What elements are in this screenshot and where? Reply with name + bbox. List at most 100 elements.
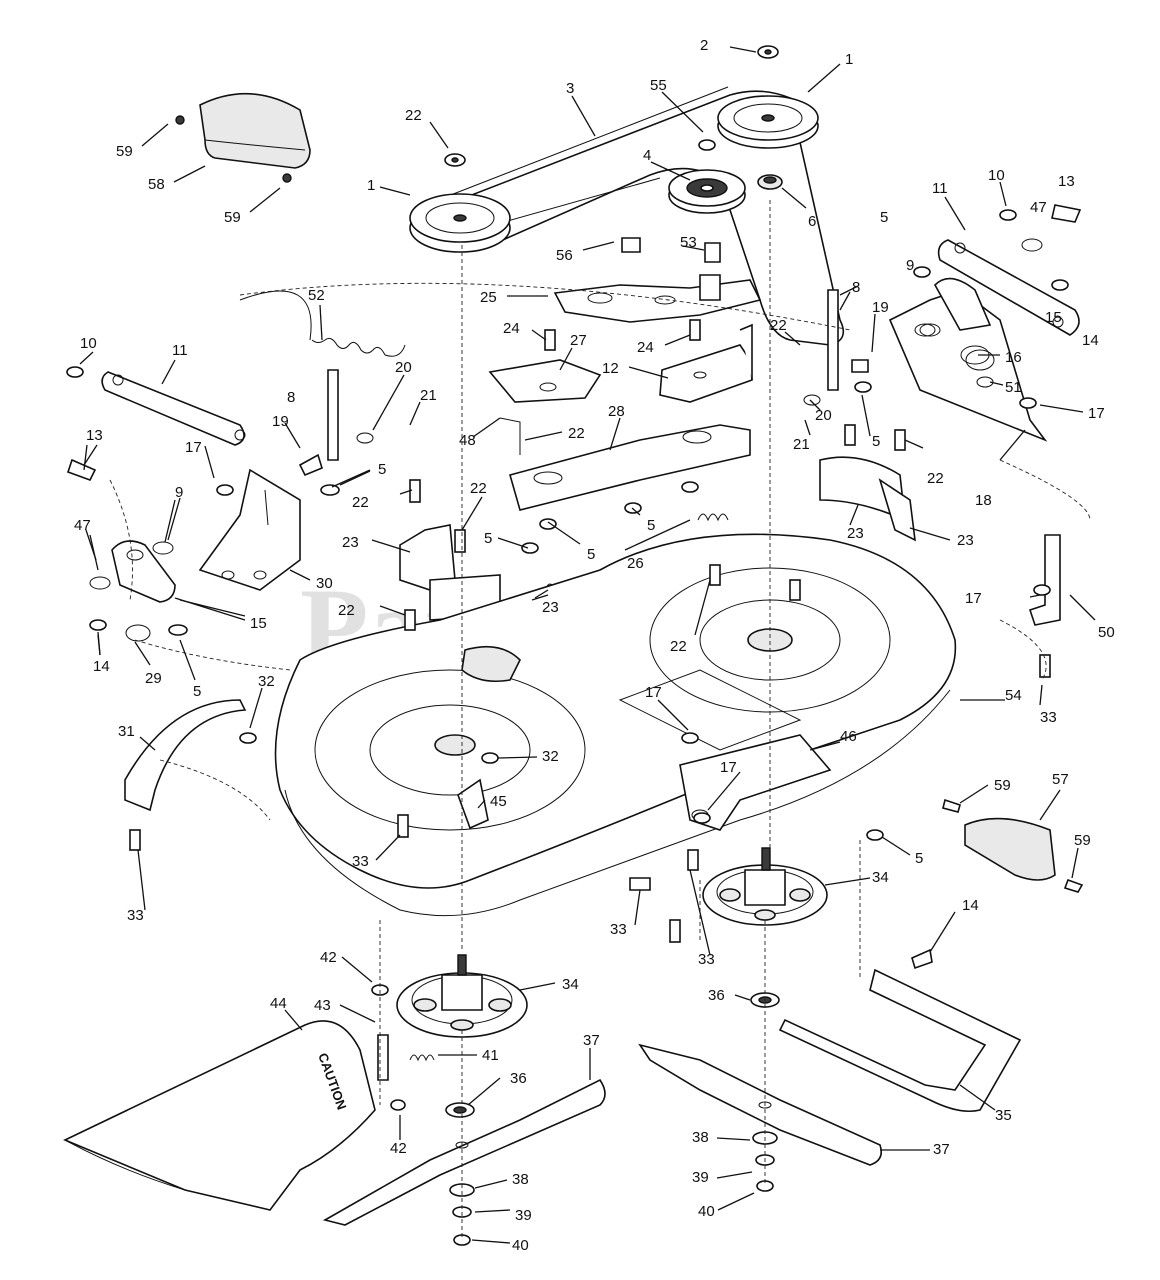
blade-right (638, 1043, 883, 1166)
callout-37: 37 (933, 1141, 950, 1158)
callout-17: 17 (720, 759, 737, 776)
callout-22: 22 (568, 425, 585, 442)
callout-23: 23 (957, 532, 974, 549)
callout-33: 33 (1040, 709, 1057, 726)
callout-36: 36 (708, 987, 725, 1004)
callout-22: 22 (470, 480, 487, 497)
mower-deck (274, 533, 957, 917)
callout-5: 5 (378, 461, 386, 478)
callout-2: 2 (700, 37, 708, 54)
callout-51: 51 (1005, 379, 1022, 396)
callout-19: 19 (272, 413, 289, 430)
callout-10: 10 (80, 335, 97, 352)
callout-38: 38 (512, 1171, 529, 1188)
callout-22: 22 (405, 107, 422, 124)
callout-23: 23 (542, 599, 559, 616)
callout-39: 39 (692, 1169, 709, 1186)
callout-48: 48 (459, 432, 476, 449)
callout-25: 25 (480, 289, 497, 306)
callout-5: 5 (587, 546, 595, 563)
callout-15: 15 (250, 615, 267, 632)
callout-13: 13 (86, 427, 103, 444)
callout-14: 14 (962, 897, 979, 914)
callout-numbers: 1 2 3 4 55 1 22 59 58 59 6 56 53 25 10 1… (74, 37, 1115, 1254)
spindle-left (396, 954, 528, 1038)
spindle-right (702, 847, 828, 926)
callout-1: 1 (367, 177, 375, 194)
callout-27: 27 (570, 332, 587, 349)
callout-8: 8 (852, 279, 860, 296)
callout-4: 4 (643, 147, 651, 164)
callout-15: 15 (1045, 309, 1062, 326)
link-8-left (327, 369, 339, 461)
callout-42: 42 (390, 1140, 407, 1157)
callout-22: 22 (338, 602, 355, 619)
callout-9: 9 (175, 484, 183, 501)
callout-3: 3 (566, 80, 574, 97)
callout-57: 57 (1052, 771, 1069, 788)
callout-38: 38 (692, 1129, 709, 1146)
callout-11: 11 (932, 180, 948, 197)
callout-35: 35 (995, 1107, 1012, 1124)
callout-28: 28 (608, 403, 625, 420)
callout-14: 14 (93, 658, 110, 675)
callout-36: 36 (510, 1070, 527, 1087)
callout-30: 30 (316, 575, 333, 592)
baffle-right (819, 456, 916, 542)
callout-12: 12 (602, 360, 619, 377)
callout-18: 18 (975, 492, 992, 509)
callout-39: 39 (515, 1207, 532, 1224)
callout-41: 41 (482, 1047, 499, 1064)
callout-37: 37 (583, 1032, 600, 1049)
callout-53: 53 (680, 234, 697, 251)
callout-40: 40 (512, 1237, 529, 1254)
callout-43: 43 (314, 997, 331, 1014)
callout-59: 59 (994, 777, 1011, 794)
callout-5: 5 (915, 850, 923, 867)
callout-1: 1 (845, 51, 853, 68)
bolts-and-nuts (66, 204, 1084, 970)
callout-58: 58 (148, 176, 165, 193)
baffle-left (399, 524, 501, 621)
callout-31: 31 (118, 723, 135, 740)
callout-21: 21 (420, 387, 437, 404)
callout-32: 32 (258, 673, 275, 690)
callout-5: 5 (647, 517, 655, 534)
idler-arm (553, 274, 762, 323)
callout-17: 17 (965, 590, 982, 607)
callout-11: 11 (172, 342, 188, 359)
callout-34: 34 (872, 869, 889, 886)
callout-22: 22 (670, 638, 687, 655)
hardware-top (444, 45, 779, 263)
callout-17: 17 (1088, 405, 1105, 422)
callout-45: 45 (490, 793, 507, 810)
callout-9: 9 (906, 257, 914, 274)
spring-52 (239, 290, 406, 357)
callout-54: 54 (1005, 687, 1022, 704)
idler-small (757, 174, 783, 190)
callout-6: 6 (808, 213, 816, 230)
pulley-left (409, 193, 511, 253)
parts-layer: CAUTION (63, 45, 1091, 1246)
callout-5: 5 (872, 433, 880, 450)
pulley-right (717, 95, 819, 149)
callout-33: 33 (352, 853, 369, 870)
callout-26: 26 (627, 555, 644, 572)
callout-17: 17 (645, 684, 662, 701)
callout-5: 5 (484, 530, 492, 547)
callout-59: 59 (1074, 832, 1091, 849)
lift-arm-left (101, 371, 246, 446)
callout-59: 59 (224, 209, 241, 226)
belt-cover-left (175, 92, 311, 183)
callout-40: 40 (698, 1203, 715, 1220)
bracket-30 (198, 468, 301, 591)
callout-22: 22 (770, 317, 787, 334)
callout-52: 52 (308, 287, 325, 304)
callout-46: 46 (840, 728, 857, 745)
assembly-guide-lines (109, 200, 1091, 1240)
callout-55: 55 (650, 77, 667, 94)
callout-22: 22 (927, 470, 944, 487)
callout-34: 34 (562, 976, 579, 993)
callout-14: 14 (1082, 332, 1099, 349)
